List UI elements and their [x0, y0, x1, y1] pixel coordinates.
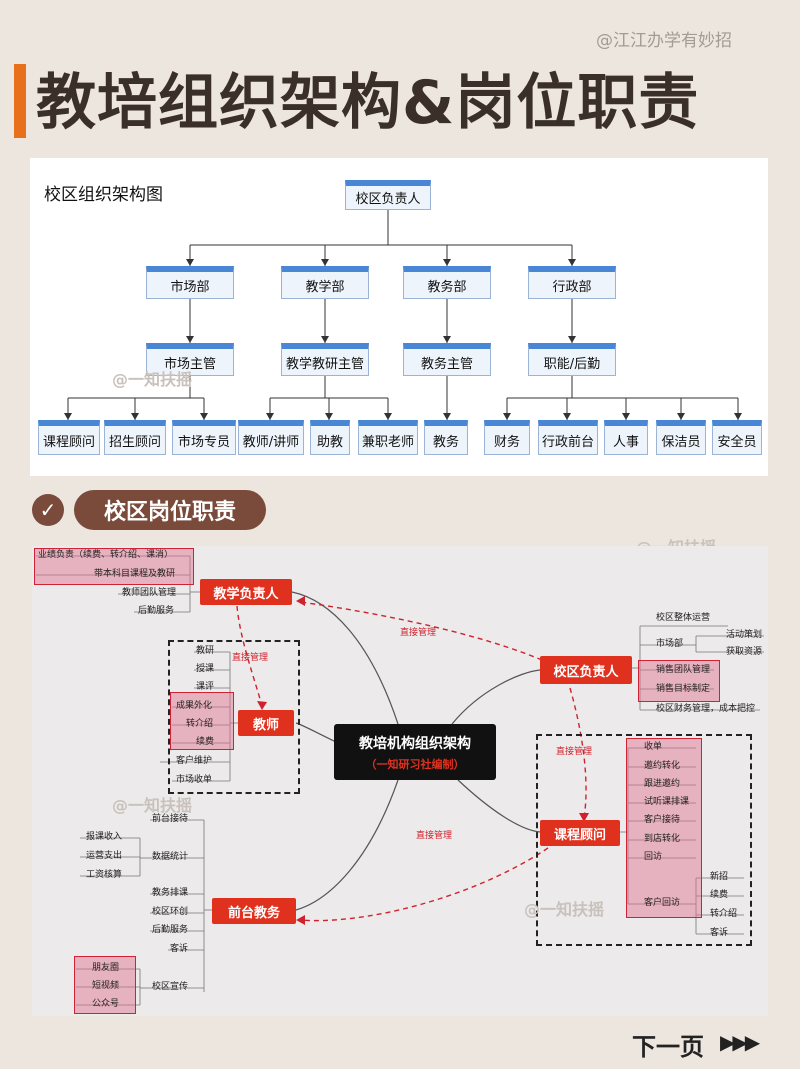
mindmap-panel [32, 546, 768, 1016]
leaf-item: 数据统计 [152, 852, 189, 862]
org-node-staff: 行政前台 [538, 420, 598, 455]
next-arrows-icon[interactable]: ▶▶▶ [720, 1030, 760, 1054]
relation-label: 直接管理 [556, 747, 593, 757]
leaf-item: 客诉 [710, 928, 729, 938]
leaf-item: 跟进邀约 [644, 779, 681, 789]
org-node-staff: 教师/讲师 [238, 420, 304, 455]
leaf-item: 教研 [196, 646, 215, 656]
leaf-item: 客户回访 [644, 898, 681, 908]
leaf-item: 授课 [196, 664, 215, 674]
org-node-staff: 人事 [604, 420, 648, 455]
org-node-staff: 助教 [310, 420, 350, 455]
leaf-item: 试听课排课 [644, 797, 690, 807]
org-node-manager: 市场主管 [146, 343, 234, 376]
highlight-box [170, 692, 234, 750]
leaf-item: 销售目标制定 [656, 684, 711, 694]
node-consultant: 课程顾问 [540, 820, 620, 846]
relation-label: 直接管理 [400, 628, 437, 638]
mindmap-center-node: 教培机构组织架构 （一知研习社编制） [334, 724, 496, 780]
org-node-root: 校区负责人 [345, 180, 431, 210]
leaf-item: 到店转化 [644, 834, 681, 844]
org-node-staff: 教务 [424, 420, 468, 455]
org-node-staff: 市场专员 [172, 420, 236, 455]
org-node-staff: 招生顾问 [104, 420, 166, 455]
org-node-staff: 兼职老师 [358, 420, 418, 455]
checkmark-icon: ✓ [32, 494, 64, 526]
leaf-item: 新招 [710, 872, 729, 882]
leaf-item: 活动策划 [726, 630, 763, 640]
next-page-button[interactable]: 下一页 [632, 1033, 704, 1061]
teacher-dashed-frame [168, 640, 300, 794]
highlight-box [34, 548, 194, 585]
leaf-item: 市场收单 [176, 775, 213, 785]
leaf-item: 回访 [644, 852, 663, 862]
leaf-item: 校区环创 [152, 907, 189, 917]
relation-label: 直接管理 [232, 653, 269, 663]
leaf-item: 转介绍 [710, 909, 738, 919]
leaf-item: 市场部 [656, 639, 684, 649]
leaf-item: 续费 [710, 890, 729, 900]
leaf-item: 收单 [644, 742, 663, 752]
consultant-dashed-frame [536, 734, 752, 946]
leaf-item: 带本科目课程及教研 [94, 569, 176, 579]
leaf-item: 客户接待 [644, 815, 681, 825]
leaf-item: 校区宣传 [152, 982, 189, 992]
highlight-box [74, 956, 136, 1014]
org-node-staff: 财务 [484, 420, 530, 455]
org-node-dept: 教学部 [281, 266, 369, 299]
watermark: @一知扶摇 [112, 796, 193, 815]
leaf-item: 校区财务管理，成本把控 [656, 704, 756, 714]
highlight-box [638, 660, 720, 702]
org-chart-caption: 校区组织架构图 [44, 185, 163, 205]
watermark: @一知扶摇 [112, 370, 193, 389]
center-subtitle: （一知研习社编制） [365, 757, 465, 771]
leaf-item: 后勤服务 [152, 925, 189, 935]
org-node-manager: 职能/后勤 [528, 343, 616, 376]
leaf-item: 邀约转化 [644, 761, 681, 771]
leaf-item: 转介绍 [186, 719, 214, 729]
leaf-item: 朋友圈 [92, 963, 120, 973]
highlight-box [626, 738, 702, 918]
leaf-item: 教师团队管理 [122, 588, 177, 598]
org-node-dept: 教务部 [403, 266, 491, 299]
leaf-item: 短视频 [92, 981, 120, 991]
leaf-item: 业绩负责（续费、转介绍、课消） [38, 550, 174, 560]
leaf-item: 后勤服务 [138, 606, 175, 616]
leaf-item: 报课收入 [86, 832, 123, 842]
org-node-manager: 教学教研主管 [281, 343, 369, 376]
relation-label: 直接管理 [416, 831, 453, 841]
org-node-staff: 课程顾问 [38, 420, 100, 455]
leaf-item: 课评 [196, 682, 215, 692]
node-campus-head: 校区负责人 [540, 656, 632, 684]
leaf-item: 运营支出 [86, 851, 123, 861]
leaf-item: 续费 [196, 737, 215, 747]
leaf-item: 客户维护 [176, 756, 213, 766]
leaf-item: 工资核算 [86, 870, 123, 880]
title-accent-bar [14, 64, 26, 138]
org-node-manager: 教务主管 [403, 343, 491, 376]
leaf-item: 前台接待 [152, 814, 189, 824]
leaf-item: 公众号 [92, 999, 120, 1009]
section-title: 校区岗位职责 [74, 490, 266, 530]
node-teacher: 教师 [238, 710, 294, 736]
leaf-item: 教务排课 [152, 888, 189, 898]
org-node-staff: 安全员 [712, 420, 762, 455]
author-handle: @江江办学有妙招 [596, 31, 732, 51]
node-teaching-head: 教学负责人 [200, 579, 292, 605]
leaf-item: 成果外化 [176, 701, 213, 711]
leaf-item: 销售团队管理 [656, 665, 711, 675]
leaf-item: 客诉 [170, 944, 189, 954]
leaf-item: 获取资源 [726, 647, 763, 657]
page-title: 教培组织架构&岗位职责 [36, 68, 700, 138]
org-node-dept: 市场部 [146, 266, 234, 299]
node-front-desk: 前台教务 [212, 898, 296, 924]
center-title: 教培机构组织架构 [359, 735, 471, 752]
org-node-staff: 保洁员 [656, 420, 706, 455]
watermark: @一知扶摇 [524, 900, 605, 919]
org-chart-connectors [64, 209, 742, 420]
leaf-item: 校区整体运营 [656, 613, 711, 623]
org-node-dept: 行政部 [528, 266, 616, 299]
